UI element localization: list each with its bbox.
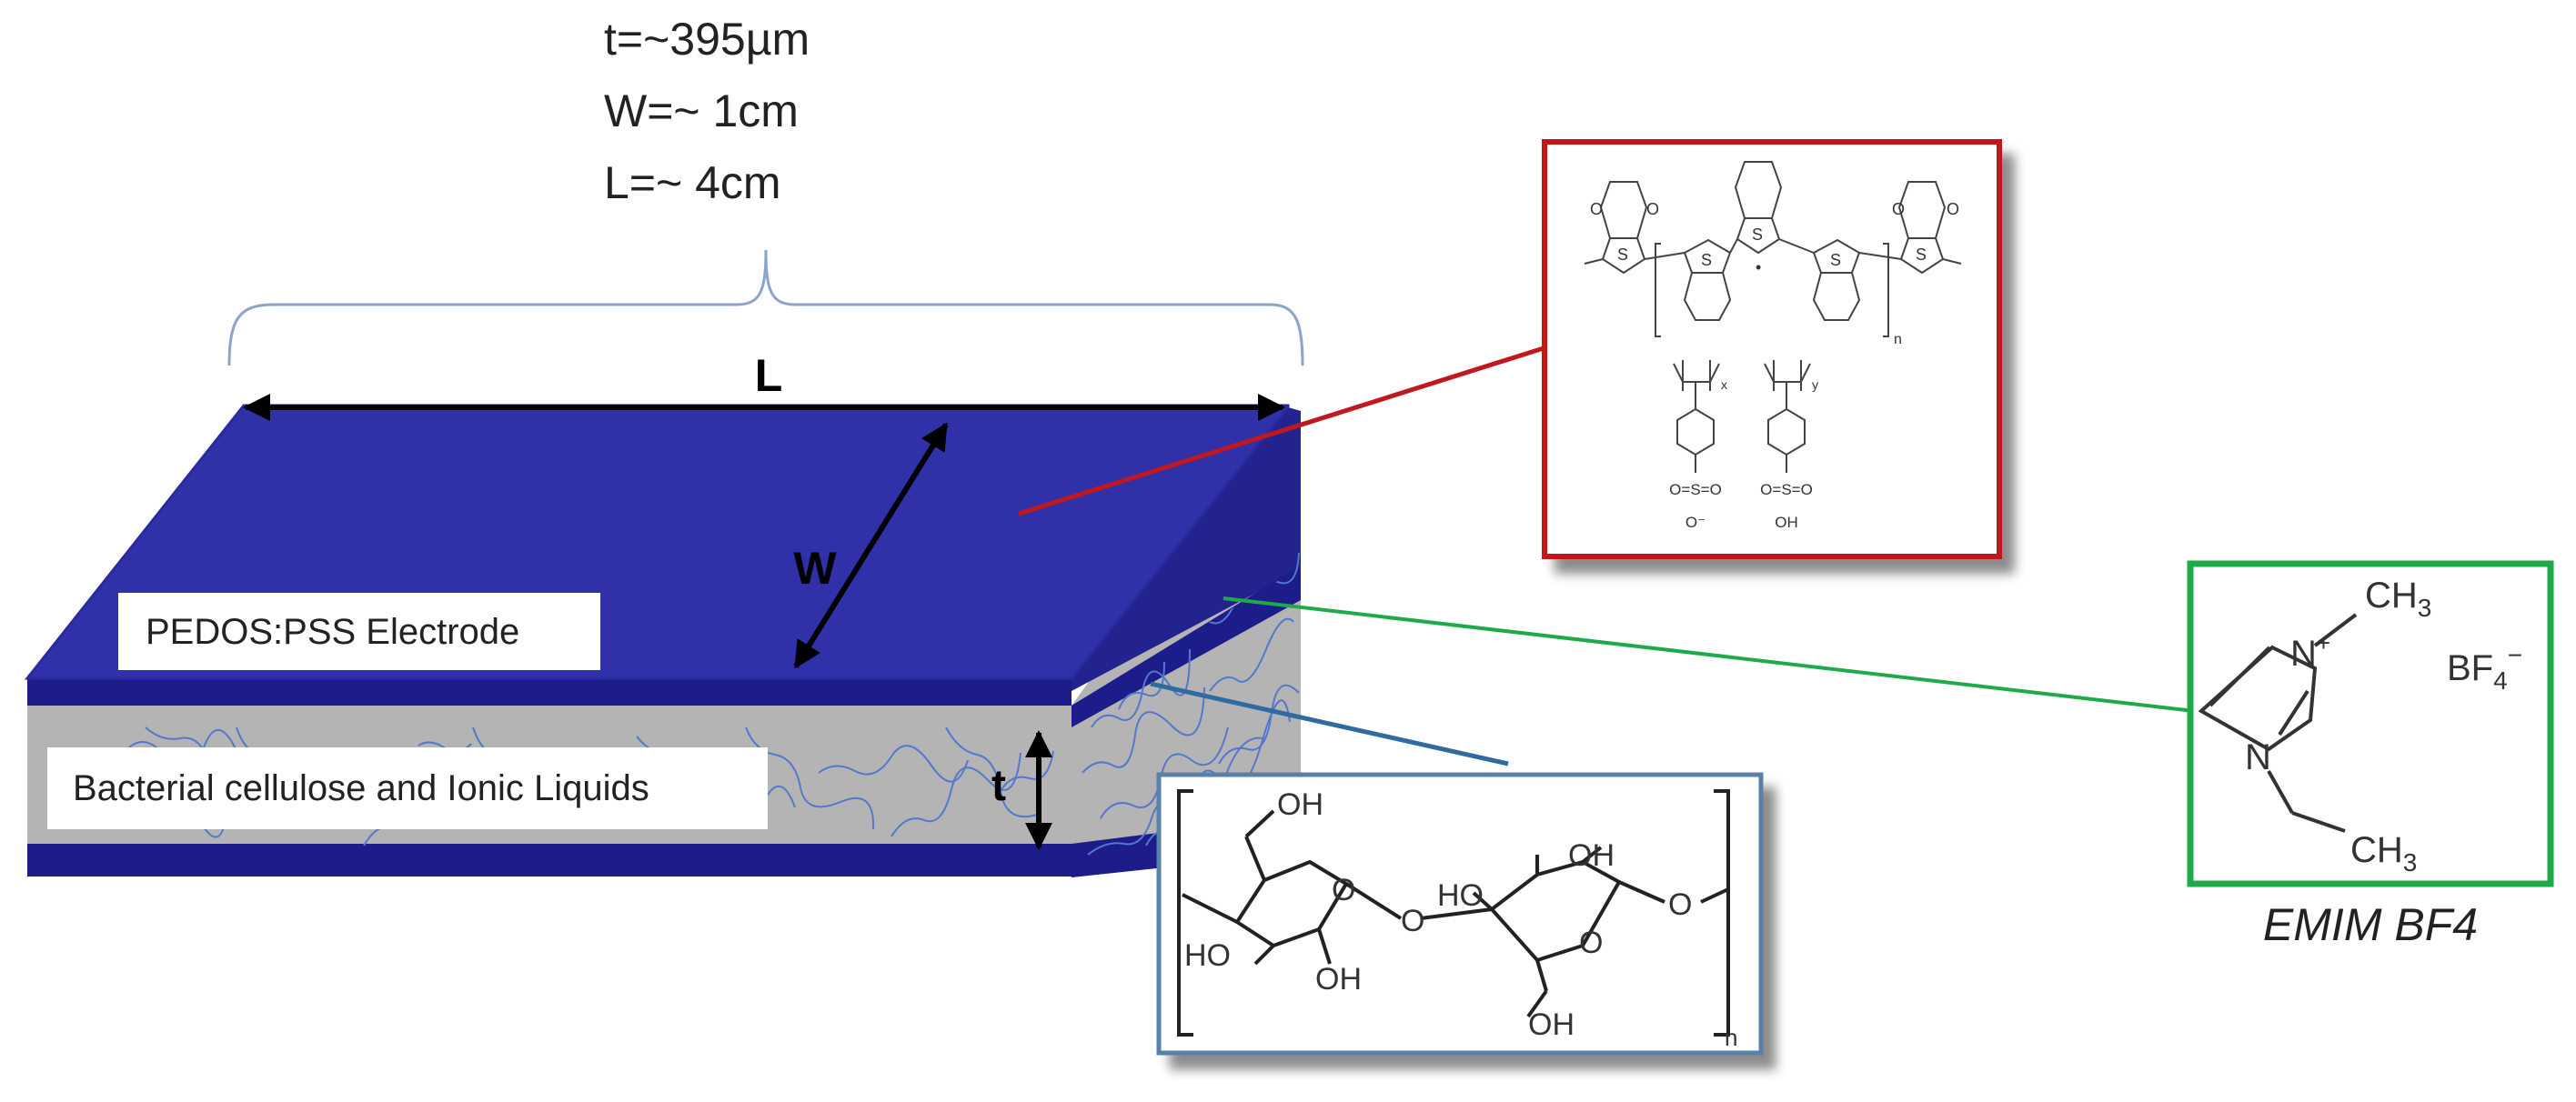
emim-n-plus: N+ [2290,629,2330,674]
pedot-callout-line [1018,345,1547,516]
pedot-s-center: S [1752,225,1763,244]
pedot-s-lower-right: S [1830,251,1841,269]
emim-bf4: BF4− [2447,641,2522,695]
pedot-pss-panel: S S • S S S O O O O n x y O=S=O O⁻ O=S=O… [1542,139,2002,559]
pss-x: x [1721,377,1727,392]
cellulose-tail-o: O [1668,887,1692,922]
core-label-box [47,747,768,829]
cellulose-ho-left: HO [1184,938,1231,973]
cellulose-oh-top-right: OH [1568,838,1615,873]
thickness-dimension: t=~395µm [604,14,810,65]
pss-y: y [1812,377,1818,392]
cellulose-oh-bottom-left: OH [1315,962,1362,997]
width-arrow [793,422,949,669]
pedot-radical: • [1756,258,1761,276]
cellulose-callout-line [1150,681,1509,766]
core-label: Bacterial cellulose and Ionic Liquids [73,768,649,808]
cellulose-ring-o-left: O [1332,873,1355,907]
cellulose-oh-bottom-right: OH [1528,1007,1575,1042]
cellulose-repeat-n: n [1725,1024,1737,1051]
length-dimension: L=~ 4cm [604,157,781,208]
pedot-o-4: O [1947,200,1959,218]
width-arrow-label: W [793,543,837,594]
cellulose-oh-top-left: OH [1277,787,1323,822]
pedot-o-1: O [1590,200,1603,218]
cellulose-bridge-o: O [1401,904,1424,938]
pedot-o-3: O [1892,200,1905,218]
emim-n-lower: N [2245,737,2271,777]
pedot-o-2: O [1646,200,1659,218]
cellulose-panel: OH OH HO OH HO OH O O O O n [1156,772,1764,1056]
emim-ch3-bottom: CH3 [2350,830,2417,877]
electrode-label: PEDOS:PSS Electrode [146,612,519,652]
cellulose-ho-middle: HO [1437,878,1484,913]
emim-structure [2198,613,2358,833]
pedot-s-right: S [1916,245,1927,264]
electrode-label-box [118,593,600,670]
pedot-pss-structure [1584,161,1962,473]
emim-callout-line [1223,596,2195,713]
pedot-s-left: S [1617,245,1628,264]
width-dimension: W=~ 1cm [604,85,799,136]
pss-sulfonate-right-h: OH [1775,514,1798,531]
pedot-repeat-n: n [1894,332,1902,347]
emim-ch3-top: CH3 [2365,576,2431,622]
emim-panel: CH3 N+ N CH3 BF4− [2187,560,2554,887]
pss-sulfonate-right: O=S=O [1760,481,1813,498]
cellulose-ring-o-right: O [1579,926,1603,960]
thickness-arrow-label: t [991,762,1006,810]
pss-sulfonate-left-ion: O⁻ [1685,514,1706,531]
pedot-s-lower-left: S [1701,251,1712,269]
length-brace [227,249,1304,366]
ionic-liquid-name: EMIM BF4 [2263,899,2478,950]
pss-sulfonate-left: O=S=O [1669,481,1722,498]
cellulose-structure [1177,789,1730,1037]
length-arrow-label: L [755,350,783,401]
